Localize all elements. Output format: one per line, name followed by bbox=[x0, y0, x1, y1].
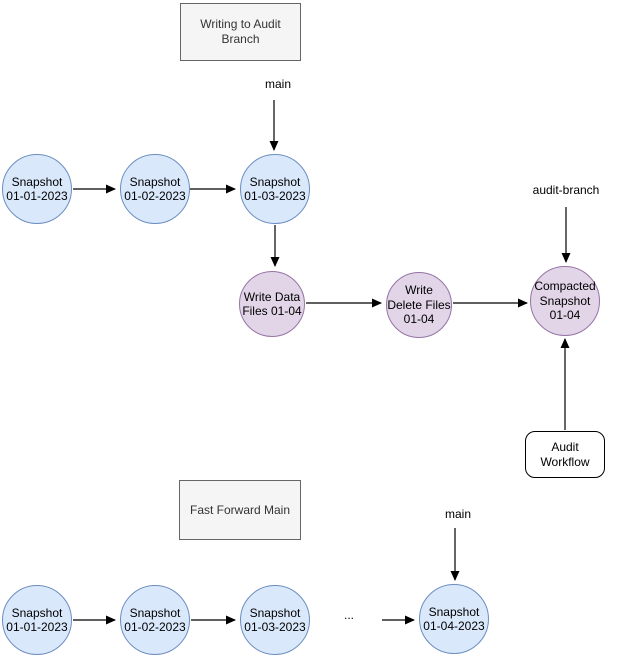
node-snapshot-01-01-bottom: Snapshot 01-01-2023 bbox=[2, 585, 72, 655]
node-snapshot-01-02-top: Snapshot 01-02-2023 bbox=[120, 154, 190, 224]
title-writing-to-audit-branch: Writing to Audit Branch bbox=[180, 3, 301, 61]
node-write-data-files: Write Data Files 01-04 bbox=[239, 271, 305, 337]
node-snapshot-01-04-bottom: Snapshot 01-04-2023 bbox=[419, 584, 489, 654]
node-snapshot-01-02-bottom: Snapshot 01-02-2023 bbox=[120, 585, 190, 655]
node-write-delete-files: Write Delete Files 01-04 bbox=[386, 272, 452, 338]
branch-label-main-bottom: main bbox=[444, 507, 471, 521]
branch-label-audit-branch: audit-branch bbox=[532, 183, 600, 197]
node-snapshot-01-01-top: Snapshot 01-01-2023 bbox=[2, 154, 72, 224]
ellipsis-label: ... bbox=[343, 608, 354, 622]
title-fast-forward-main: Fast Forward Main bbox=[179, 480, 301, 540]
node-snapshot-01-03-top: Snapshot 01-03-2023 bbox=[240, 154, 310, 224]
node-compacted-snapshot: Compacted Snapshot 01-04 bbox=[530, 266, 600, 336]
node-snapshot-01-03-bottom: Snapshot 01-03-2023 bbox=[240, 585, 310, 655]
branch-label-main-top: main bbox=[264, 77, 291, 91]
node-audit-workflow: Audit Workflow bbox=[525, 431, 605, 478]
